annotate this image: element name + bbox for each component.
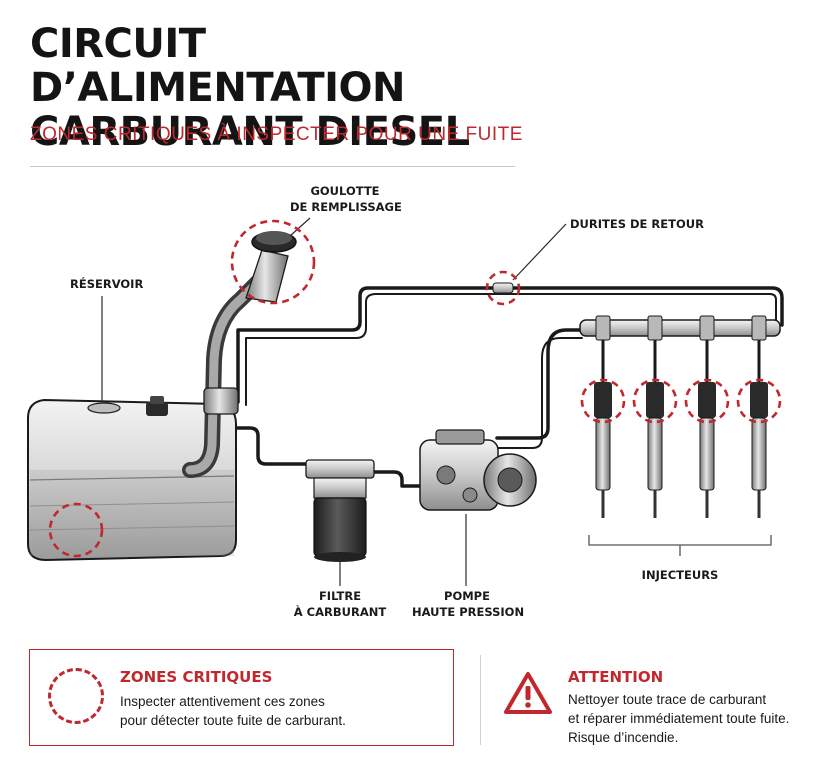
- legend-critical-text: Inspecter attentivement ces zones pour d…: [120, 692, 346, 730]
- legend-warning-line-3: Risque d’incendie.: [568, 728, 789, 747]
- filler-neck: [190, 231, 296, 470]
- leader-return: [513, 224, 566, 280]
- label-tank: RÉSERVOIR: [70, 276, 143, 292]
- warning-triangle-icon: [503, 671, 553, 715]
- legend-warning-line-2: et réparer immédiatement toute fuite.: [568, 709, 789, 728]
- return-line-inner: [246, 294, 776, 405]
- label-pump-line-1: POMPE: [412, 588, 522, 604]
- pump-to-rail-line-2: [490, 338, 582, 448]
- legend-critical-line-2: pour détecter toute fuite de carburant.: [120, 711, 346, 730]
- label-filler-line-1: GOULOTTE: [290, 183, 400, 199]
- injector-2: [646, 340, 664, 518]
- legend-critical-title: ZONES CRITIQUES: [120, 668, 272, 686]
- legend-divider: [480, 655, 481, 745]
- legend-critical-zones: ZONES CRITIQUES Inspecter attentivement …: [29, 649, 454, 746]
- label-pump: POMPE HAUTE PRESSION: [412, 588, 522, 620]
- dashed-circle-icon: [48, 668, 104, 724]
- leader-filler: [290, 218, 310, 236]
- label-return-lines: DURITES DE RETOUR: [570, 216, 704, 232]
- label-fuel-filter: FILTRE À CARBURANT: [284, 588, 396, 620]
- label-filter-line-2: À CARBURANT: [284, 604, 396, 620]
- return-line-connector: [493, 283, 513, 293]
- injector-3: [698, 340, 716, 518]
- fuel-rail: [580, 316, 780, 340]
- label-filter-line-1: FILTRE: [284, 588, 396, 604]
- label-filler-neck: GOULOTTE DE REMPLISSAGE: [290, 183, 400, 215]
- legend-warning-line-1: Nettoyer toute trace de carburant: [568, 690, 789, 709]
- legend-critical-line-1: Inspecter attentivement ces zones: [120, 692, 346, 711]
- fuel-circuit-diagram: [0, 0, 833, 640]
- label-injectors: INJECTEURS: [628, 567, 732, 583]
- fuel-filter: [306, 460, 374, 562]
- legend-warning-text: Nettoyer toute trace de carburant et rép…: [568, 690, 789, 747]
- injector-1: [594, 340, 612, 518]
- injector-4: [750, 340, 768, 518]
- legend-warning-title: ATTENTION: [568, 668, 663, 686]
- injectors-bracket: [589, 535, 771, 556]
- injectors: [594, 340, 768, 518]
- high-pressure-pump: [420, 430, 536, 510]
- label-filler-line-2: DE REMPLISSAGE: [290, 199, 400, 215]
- pump-to-rail-line: [497, 330, 582, 438]
- label-pump-line-2: HAUTE PRESSION: [412, 604, 522, 620]
